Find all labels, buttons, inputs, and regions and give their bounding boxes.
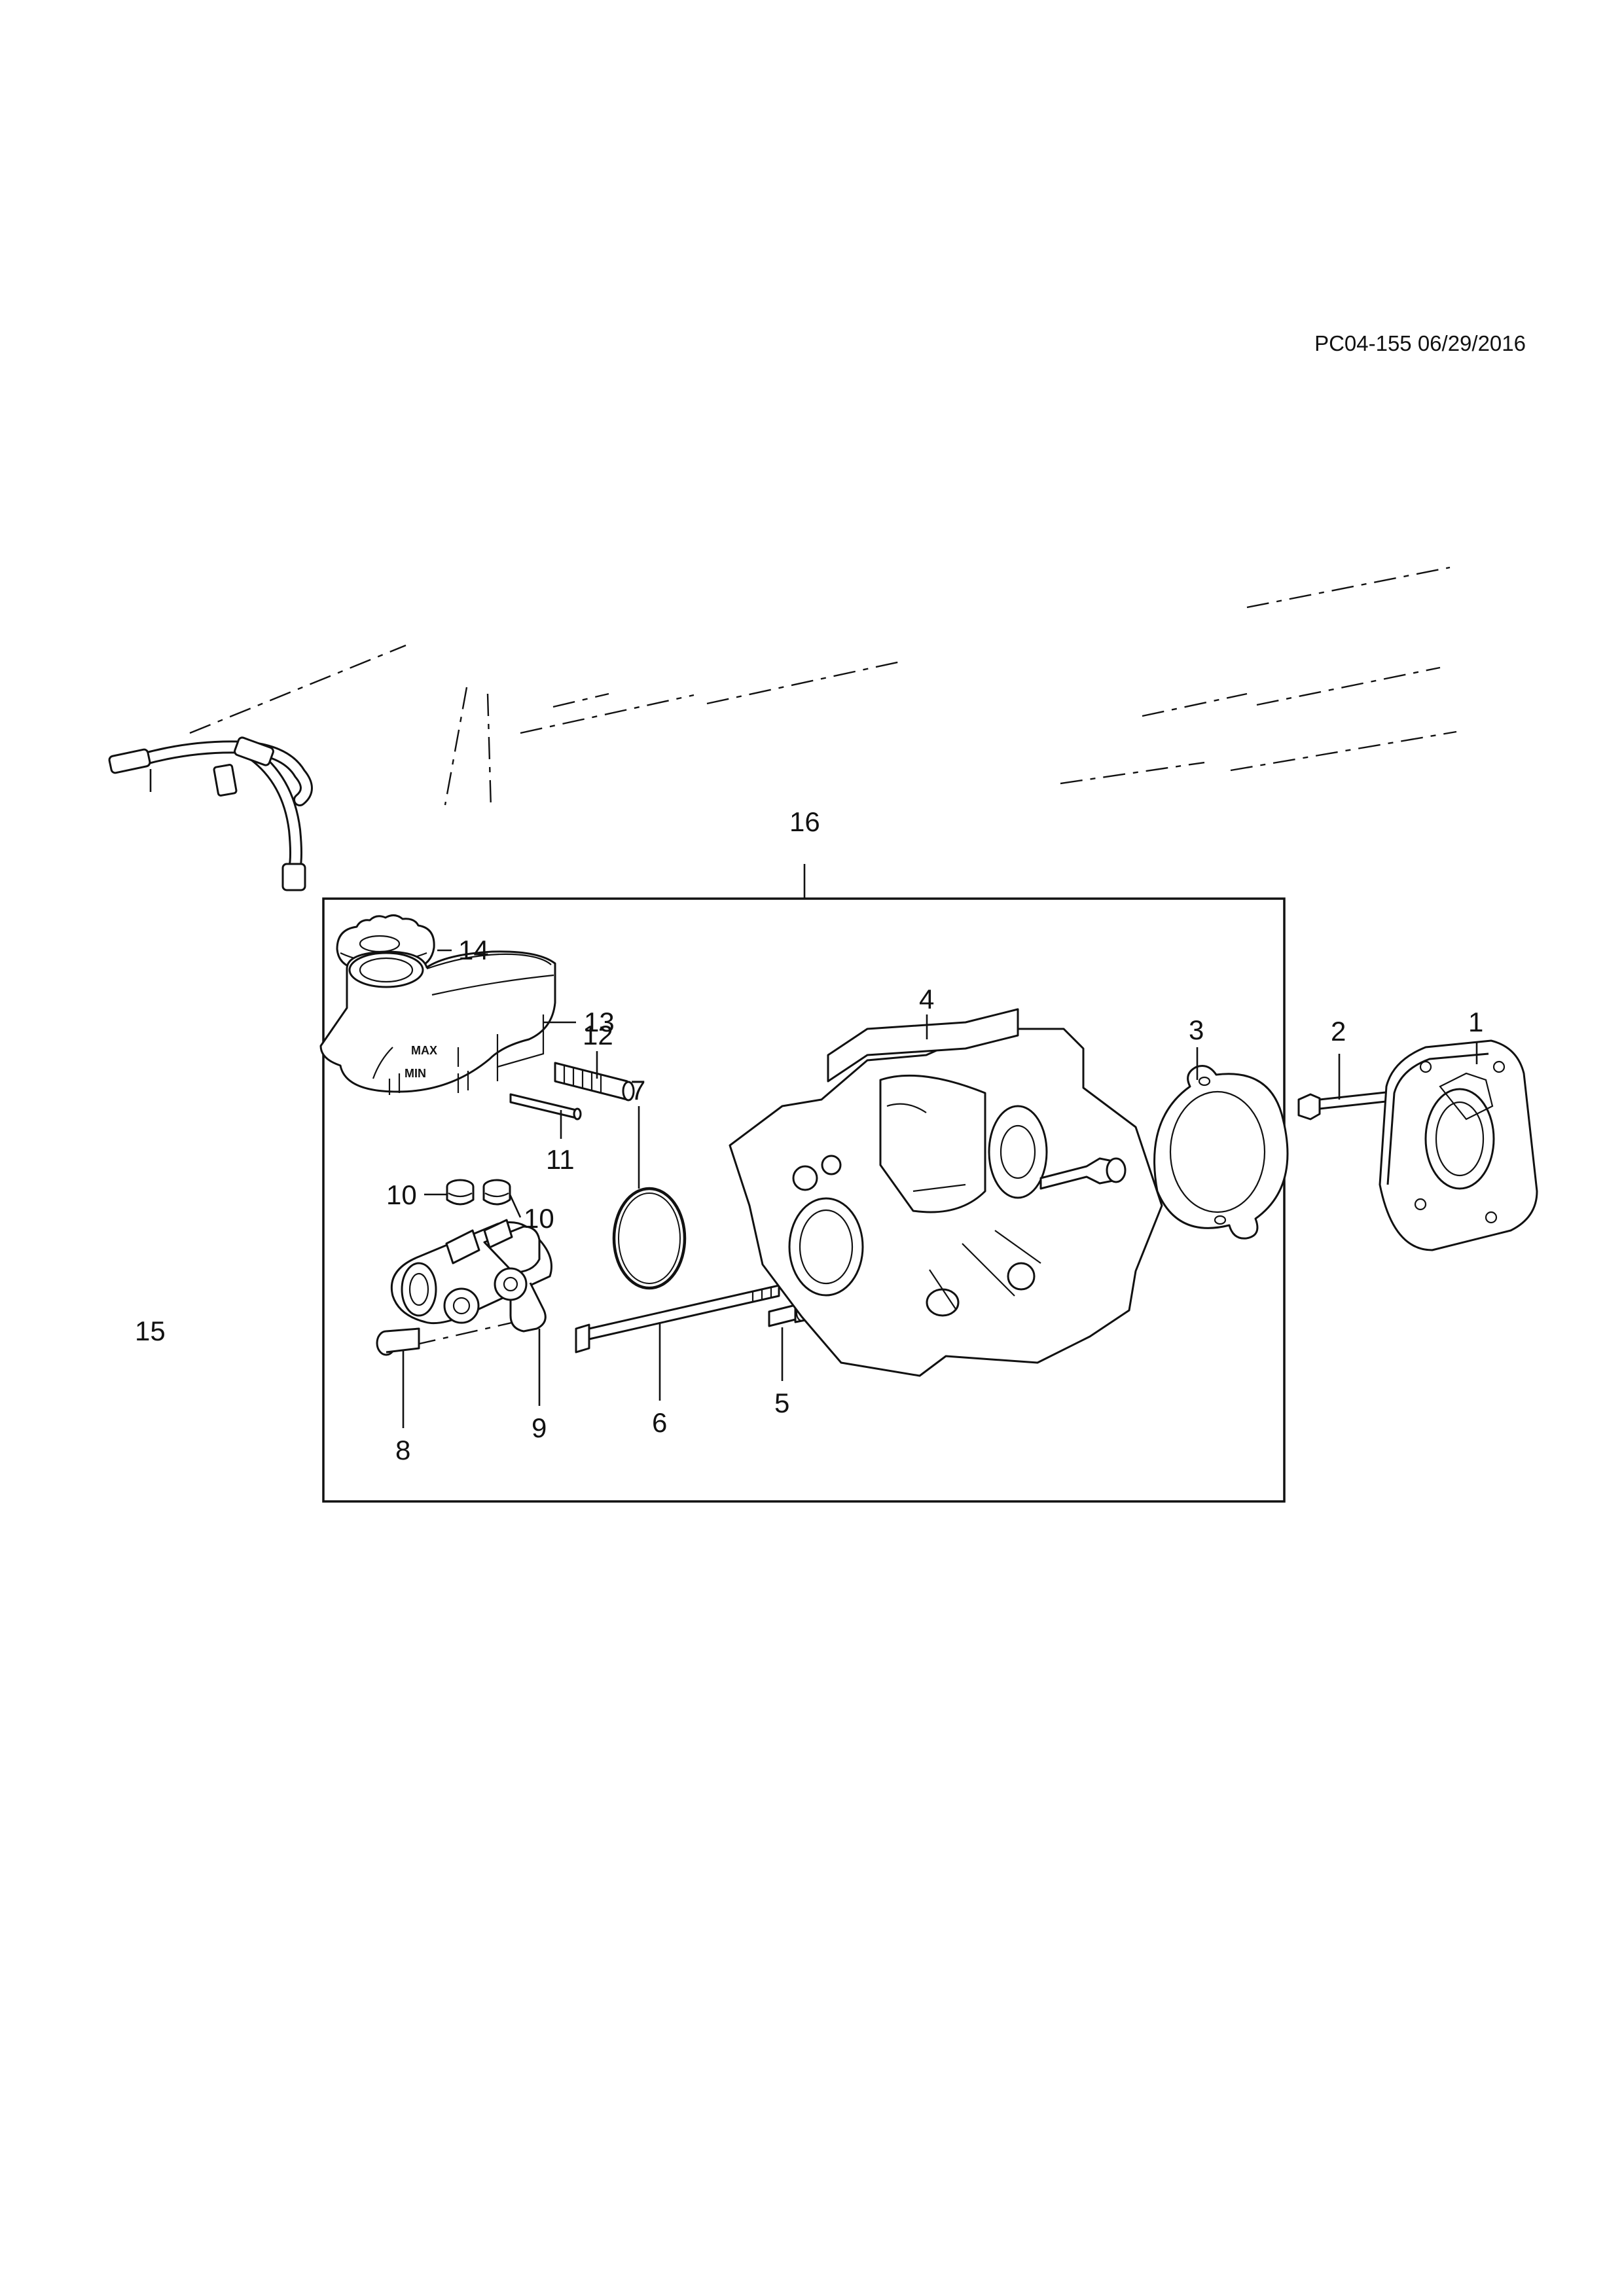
callout-13: 13 bbox=[584, 1007, 615, 1037]
bolt-short bbox=[376, 1327, 420, 1356]
master-cylinder bbox=[390, 1219, 552, 1333]
brake-booster bbox=[729, 1008, 1163, 1377]
mounting-bracket bbox=[1379, 1039, 1538, 1251]
long-bolt bbox=[575, 1284, 780, 1354]
leader-10b bbox=[509, 1194, 522, 1218]
callout-9: 9 bbox=[532, 1412, 547, 1443]
grommet-left bbox=[446, 1179, 475, 1206]
callout-8: 8 bbox=[395, 1435, 410, 1465]
reservoir-max-mark: MAX bbox=[411, 1044, 437, 1057]
mounting-bolt bbox=[1297, 1090, 1393, 1121]
callout-14: 14 bbox=[458, 935, 489, 965]
assembly-axes bbox=[189, 566, 1457, 1346]
document-id: PC04-155 06/29/2016 bbox=[1314, 331, 1526, 355]
callout-4: 4 bbox=[919, 984, 934, 1014]
callout-1: 1 bbox=[1468, 1007, 1483, 1037]
brake-pipe bbox=[108, 736, 313, 891]
callout-2: 2 bbox=[1331, 1016, 1346, 1047]
fluid-reservoir bbox=[319, 950, 556, 1095]
callout-5: 5 bbox=[774, 1388, 789, 1418]
callout-3: 3 bbox=[1189, 1014, 1204, 1045]
grommet-right bbox=[482, 1179, 511, 1206]
callout-6: 6 bbox=[652, 1407, 667, 1438]
callout-15: 15 bbox=[135, 1316, 166, 1346]
callout-12: 12 bbox=[583, 1020, 613, 1050]
o-ring bbox=[612, 1187, 687, 1290]
callout-7: 7 bbox=[630, 1075, 645, 1105]
callout-16: 16 bbox=[789, 806, 820, 837]
retaining-pin bbox=[554, 1062, 635, 1102]
reservoir-min-mark: MIN bbox=[405, 1067, 426, 1080]
gasket bbox=[1153, 1065, 1289, 1240]
callout-11: 11 bbox=[546, 1144, 575, 1175]
callout-10-right: 10 bbox=[524, 1203, 554, 1234]
pin bbox=[509, 1093, 582, 1121]
callout-10-left: 10 bbox=[386, 1179, 417, 1210]
